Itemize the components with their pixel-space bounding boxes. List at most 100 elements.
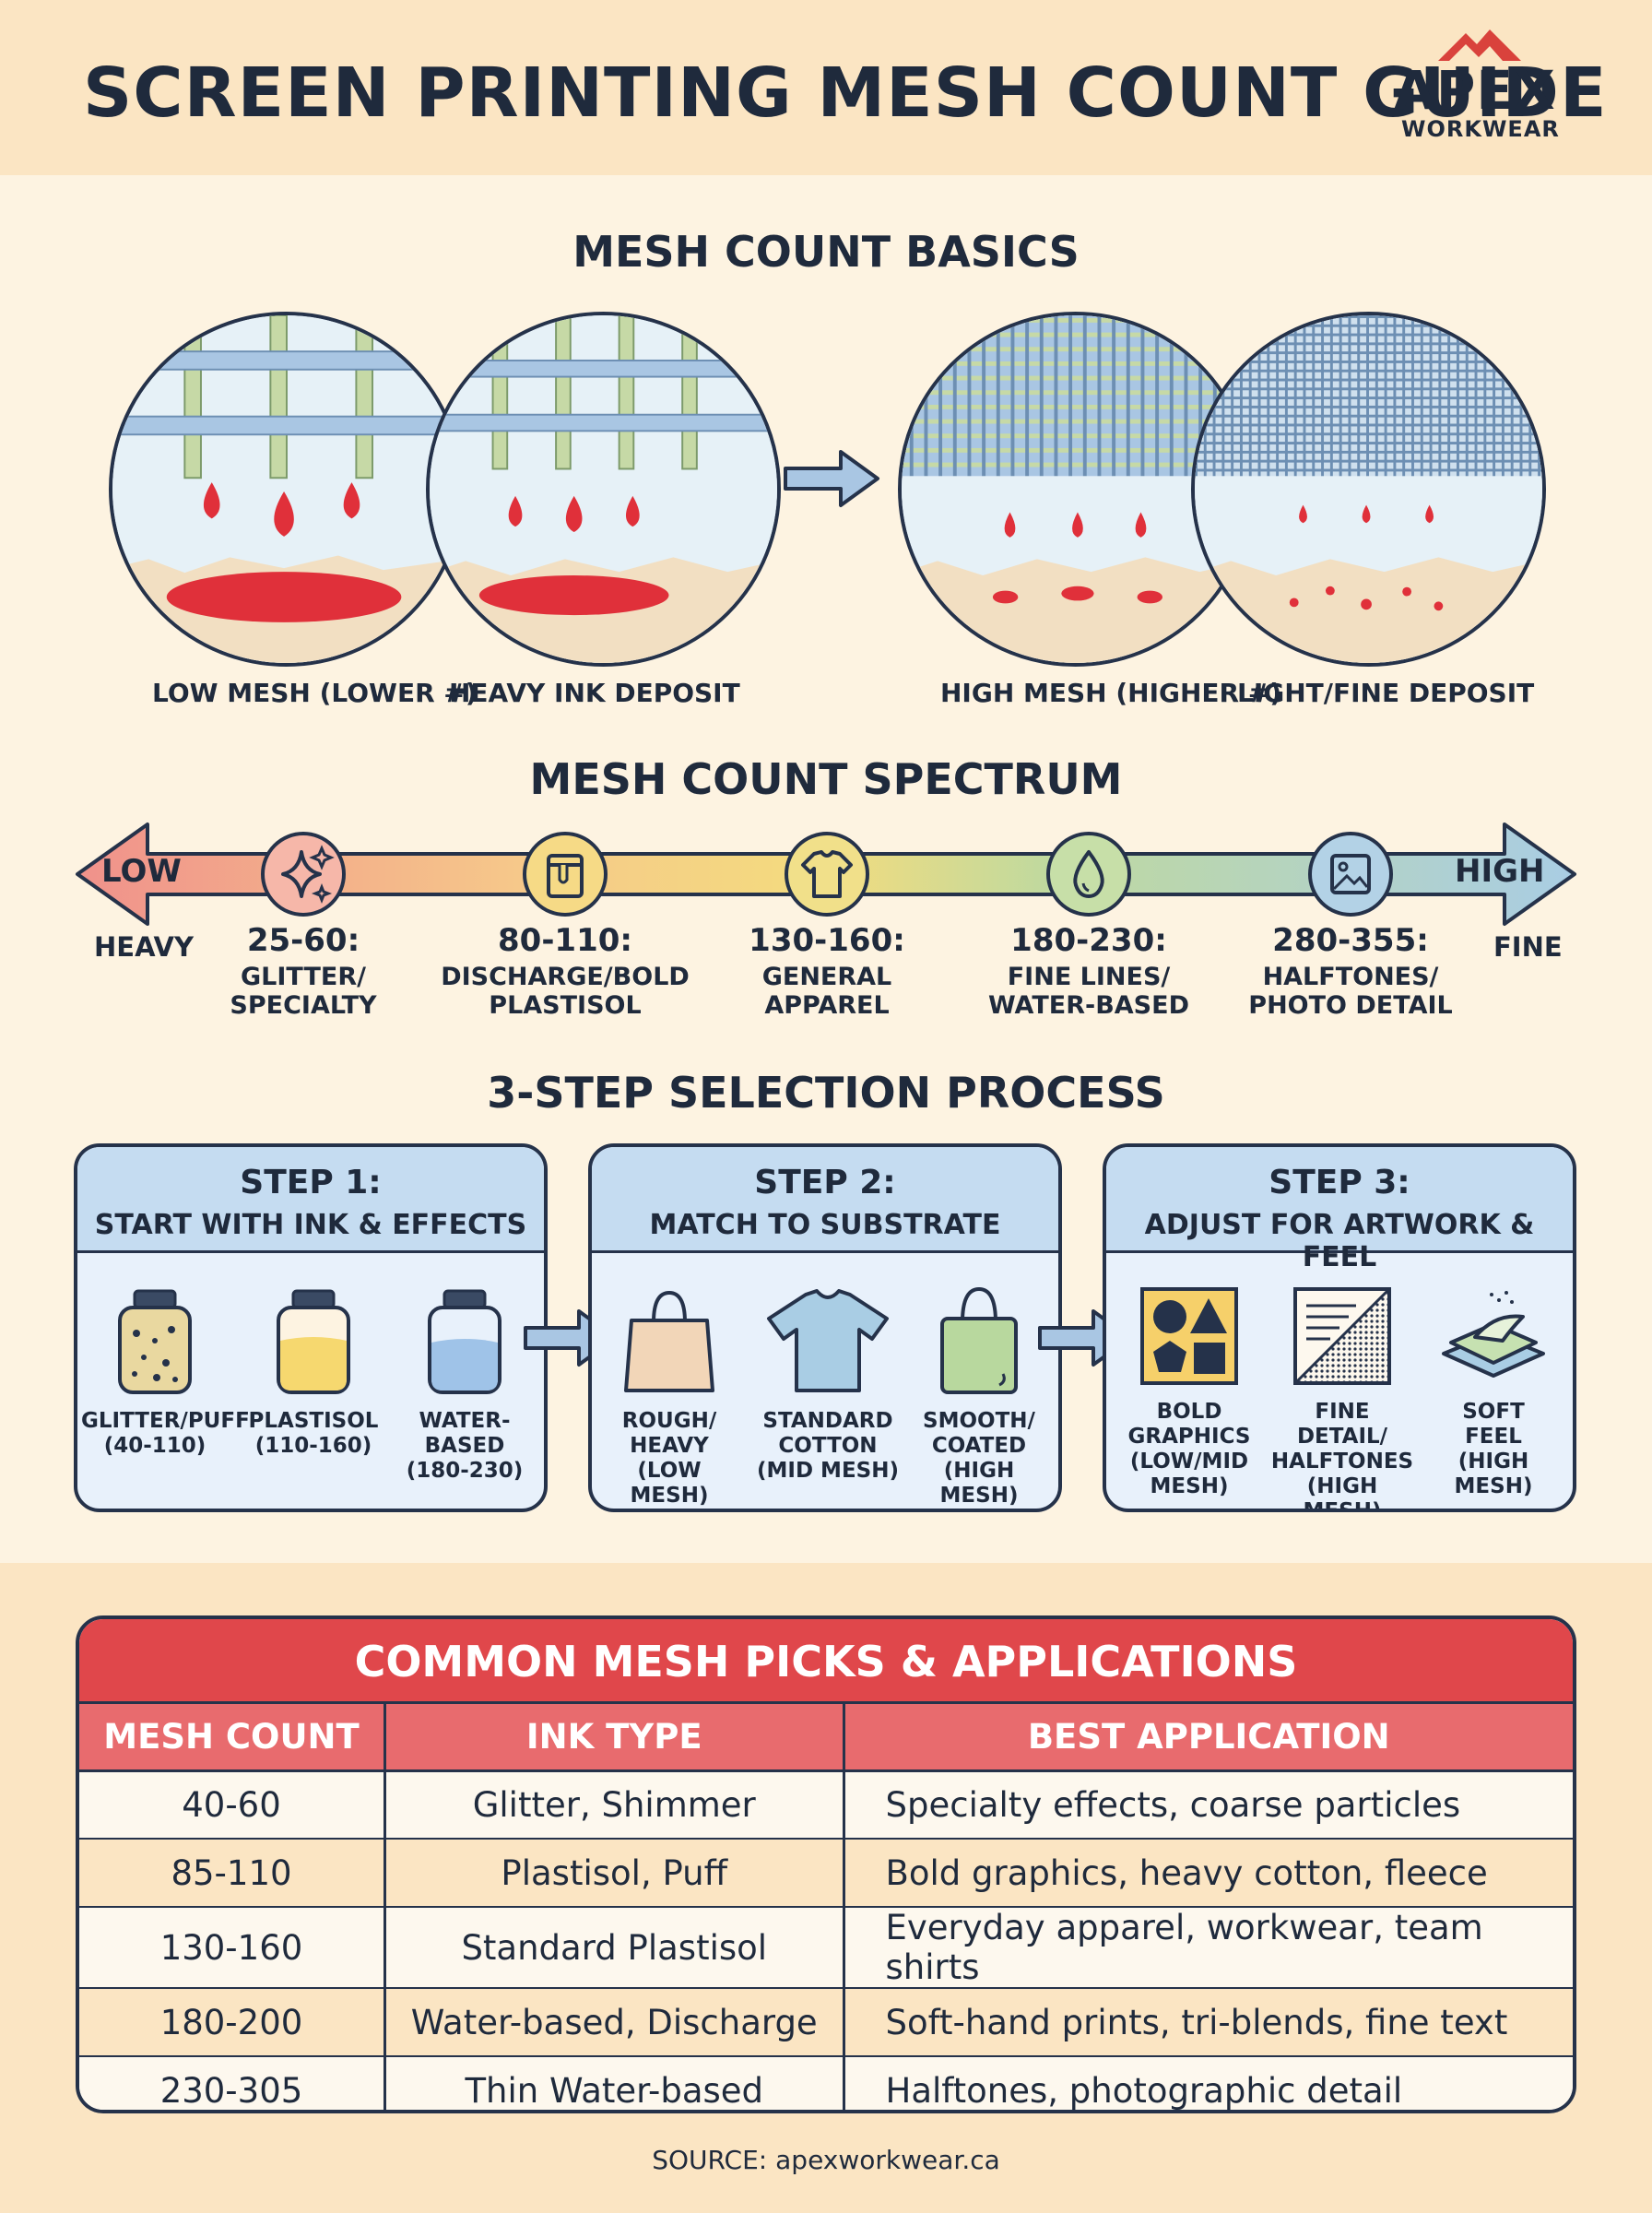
table-title: COMMON MESH PICKS & APPLICATIONS xyxy=(79,1619,1573,1704)
spectrum-range-5: 280-355: HALFTONES/ PHOTO DETAIL xyxy=(1245,922,1457,1020)
spectrum-range-2-line1: DISCHARGE/BOLD xyxy=(441,963,690,991)
ink-bucket-icon xyxy=(547,854,584,898)
spectrum-marker-5 xyxy=(1308,832,1393,917)
table-header-row: MESH COUNT INK TYPE BEST APPLICATION xyxy=(79,1704,1573,1772)
spectrum-range-3-line2: APPAREL xyxy=(764,991,890,1020)
mesh-picks-table: COMMON MESH PICKS & APPLICATIONS MESH CO… xyxy=(76,1615,1576,2113)
header-ink-type: INK TYPE xyxy=(384,1704,845,1772)
cell-ink-type: Plastisol, Puff xyxy=(384,1839,845,1908)
glitter-jar-icon xyxy=(118,1289,192,1394)
cell-ink-type: Water-based, Discharge xyxy=(384,1988,845,2057)
canvas-tote-icon xyxy=(624,1290,714,1392)
spectrum-range-4: 180-230: FINE LINES/ WATER-BASED xyxy=(983,922,1195,1020)
image-icon xyxy=(1330,854,1371,894)
step-2-item-1-label: ROUGH/ HEAVY (LOW MESH) xyxy=(621,1409,717,1508)
spectrum-range-1: 25-60: GLITTER/ SPECIALTY xyxy=(211,922,395,1020)
step-2-header: STEP 2: MATCH TO SUBSTRATE xyxy=(592,1147,1058,1253)
table-row: 85-110 Plastisol, Puff Bold graphics, he… xyxy=(79,1839,1573,1908)
spectrum-range-2-line2: PLASTISOL xyxy=(489,991,642,1020)
cell-mesh-count: 85-110 xyxy=(79,1839,386,1908)
sparkle-icon xyxy=(281,845,335,905)
spectrum-range-1-line2: SPECIALTY xyxy=(230,991,377,1020)
header-band xyxy=(0,0,1652,175)
basics-label-high-mesh: HIGH MESH (HIGHER #) xyxy=(940,678,1282,708)
tshirt-icon xyxy=(801,850,853,898)
spectrum-range-5-line2: PHOTO DETAIL xyxy=(1248,991,1453,1020)
header-mesh-count: MESH COUNT xyxy=(79,1704,386,1772)
basics-label-fine-deposit: LIGHT/FINE DEPOSIT xyxy=(1237,678,1535,708)
spectrum-fine-label: FINE xyxy=(1493,931,1563,963)
shapes-icon xyxy=(1140,1287,1238,1385)
cell-application: Soft-hand prints, tri-blends, fine text xyxy=(844,1988,1573,2057)
step-2-item-2: STANDARD COTTON (MID MESH) xyxy=(754,1285,902,1484)
table-row: 230-305 Thin Water-based Halftones, phot… xyxy=(79,2056,1573,2110)
cell-application: Bold graphics, heavy cotton, fleece xyxy=(844,1839,1573,1908)
spectrum-high-label: HIGH xyxy=(1455,853,1545,890)
spectrum-range-4-line1: FINE LINES/ xyxy=(1007,963,1171,991)
source-credit: SOURCE: apexworkwear.ca xyxy=(652,2145,1000,2175)
table-row: 180-200 Water-based, Discharge Soft-hand… xyxy=(79,1988,1573,2057)
logo-name: APEX xyxy=(1394,59,1556,122)
process-title: 3-STEP SELECTION PROCESS xyxy=(487,1068,1165,1118)
cell-application: Everyday apparel, workwear, team shirts xyxy=(844,1907,1573,1989)
cell-mesh-count: 230-305 xyxy=(79,2056,386,2110)
fine-deposit-circle xyxy=(1191,312,1546,667)
spectrum-range-2: 80-110: DISCHARGE/BOLD PLASTISOL xyxy=(436,922,694,1020)
spectrum-range-3-value: 130-160: xyxy=(749,922,905,959)
spectrum-range-5-line1: HALFTONES/ xyxy=(1262,963,1439,991)
step-1-number: STEP 1: xyxy=(240,1164,382,1201)
cell-ink-type: Glitter, Shimmer xyxy=(384,1770,845,1840)
spectrum-title: MESH COUNT SPECTRUM xyxy=(529,754,1123,804)
step-1-card: STEP 1: START WITH INK & EFFECTS GLITTER… xyxy=(74,1143,548,1512)
droplet-icon xyxy=(1073,850,1104,898)
step-3-item-3: SOFT FEEL (HIGH MESH) xyxy=(1420,1285,1567,1499)
step-3-item-3-label: SOFT FEEL (HIGH MESH) xyxy=(1454,1400,1533,1498)
step-1-item-2: PLASTISOL (110-160) xyxy=(240,1285,387,1459)
cell-mesh-count: 130-160 xyxy=(79,1907,386,1989)
step-2-item-1: ROUGH/ HEAVY (LOW MESH) xyxy=(596,1285,743,1509)
spectrum-low-label: LOW xyxy=(101,853,182,890)
spectrum-range-5-value: 280-355: xyxy=(1272,922,1429,959)
cell-ink-type: Standard Plastisol xyxy=(384,1907,845,1989)
step-1-header: STEP 1: START WITH INK & EFFECTS xyxy=(77,1147,544,1253)
water-jar-icon xyxy=(428,1289,502,1394)
step-1-item-2-label: PLASTISOL (110-160) xyxy=(248,1409,379,1458)
spectrum-range-4-value: 180-230: xyxy=(1010,922,1167,959)
basics-label-heavy-deposit: HEAVY INK DEPOSIT xyxy=(449,678,740,708)
step-3-card: STEP 3: ADJUST FOR ARTWORK & FEEL BOLD G… xyxy=(1103,1143,1576,1512)
table-row: 130-160 Standard Plastisol Everyday appa… xyxy=(79,1907,1573,1989)
basics-label-low-mesh: LOW MESH (LOWER #) xyxy=(152,678,478,708)
spectrum-range-3-line1: GENERAL xyxy=(761,963,892,991)
spectrum-range-1-line1: GLITTER/ xyxy=(241,963,366,991)
spectrum-range-1-value: 25-60: xyxy=(246,922,360,959)
step-3-header: STEP 3: ADJUST FOR ARTWORK & FEEL xyxy=(1106,1147,1573,1273)
step-1-item-3: WATER-BASED (180-230) xyxy=(391,1285,538,1484)
tshirt-icon xyxy=(767,1289,889,1392)
step-2-item-3-label: SMOOTH/ COATED (HIGH MESH) xyxy=(923,1409,1035,1508)
logo-subtitle: WORKWEAR xyxy=(1401,116,1560,142)
plastisol-jar-icon xyxy=(277,1289,350,1394)
spectrum-marker-4 xyxy=(1046,832,1131,917)
mountain-icon xyxy=(1438,30,1521,61)
spectrum-marker-3 xyxy=(785,832,869,917)
logo: APEX WORKWEAR xyxy=(1383,26,1586,146)
spectrum-range-3: 130-160: GENERAL APPAREL xyxy=(735,922,919,1020)
coated-bag-icon xyxy=(940,1286,1018,1394)
step-3-item-2: FINE DETAIL/ HALFTONES (HIGH MESH) xyxy=(1268,1285,1416,1512)
step-3-item-2-label: FINE DETAIL/ HALFTONES (HIGH MESH) xyxy=(1270,1400,1414,1512)
step-2-item-2-label: STANDARD COTTON (MID MESH) xyxy=(757,1409,899,1483)
step-3-number: STEP 3: xyxy=(1268,1164,1410,1201)
cell-ink-type: Thin Water-based xyxy=(384,2056,845,2110)
header-best-application: BEST APPLICATION xyxy=(844,1704,1573,1772)
spectrum-range-4-line2: WATER-BASED xyxy=(987,991,1189,1020)
spectrum-range-2-value: 80-110: xyxy=(498,922,632,959)
cell-application: Specialty effects, coarse particles xyxy=(844,1770,1573,1840)
table-row: 40-60 Glitter, Shimmer Specialty effects… xyxy=(79,1770,1573,1840)
step-1-item-3-label: WATER-BASED (180-230) xyxy=(406,1409,524,1483)
basics-title: MESH COUNT BASICS xyxy=(572,227,1080,277)
step-2-number: STEP 2: xyxy=(754,1164,896,1201)
halftone-icon xyxy=(1293,1287,1391,1385)
cell-application: Halftones, photographic detail xyxy=(844,2056,1573,2110)
basics-arrow xyxy=(784,450,879,507)
mesh-table: MESH COUNT INK TYPE BEST APPLICATION 40-… xyxy=(79,1704,1573,2110)
